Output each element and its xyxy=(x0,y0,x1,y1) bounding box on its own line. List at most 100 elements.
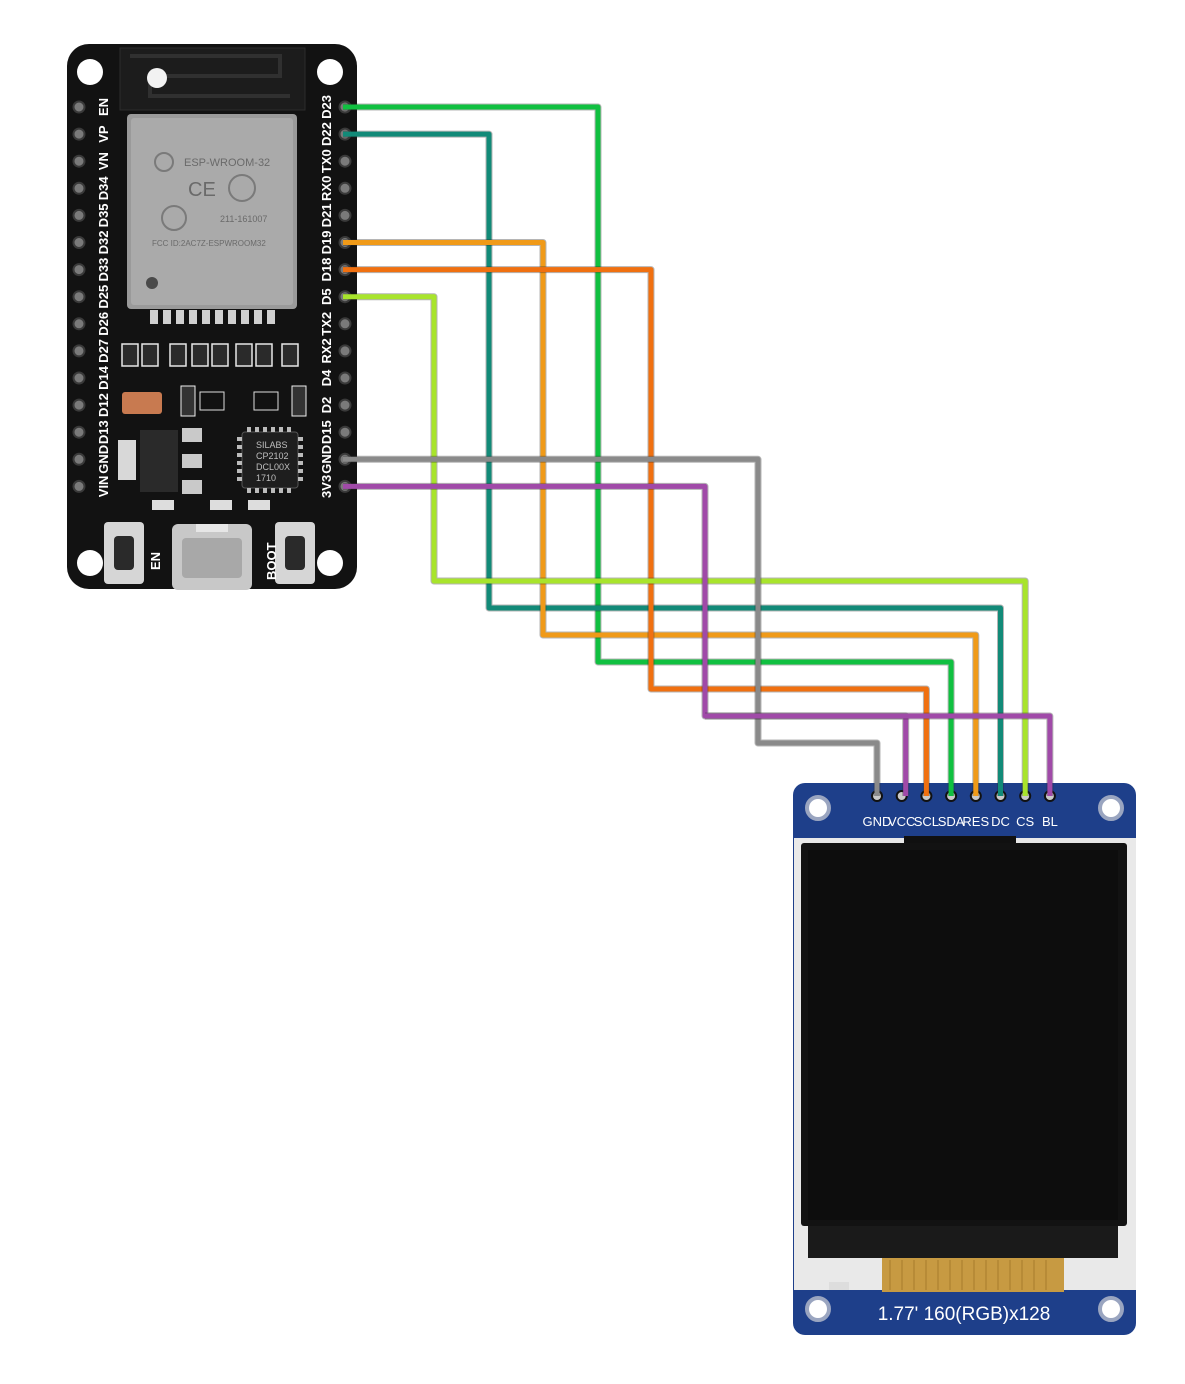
mounting-hole-icon xyxy=(317,550,343,576)
castellation-pad xyxy=(176,310,184,324)
header-pin-d35[interactable] xyxy=(72,208,86,222)
wire-gnd-to-gnd xyxy=(343,456,880,796)
tft-flex-cable xyxy=(882,1258,1064,1292)
smd-cap xyxy=(210,500,232,510)
header-pin-rx2[interactable] xyxy=(338,344,352,358)
tft-pin-label-sda: SDA xyxy=(938,814,965,829)
pin-label-vp: VP xyxy=(96,125,111,143)
header-pin-d4[interactable] xyxy=(338,371,352,385)
boot-button-cap[interactable] xyxy=(285,536,305,570)
esp32-board: ESP-WROOM-32 CE 211-161007 FCC ID:2AC7Z-… xyxy=(67,44,357,590)
wire-outline xyxy=(343,482,910,796)
header-pin-gnd[interactable] xyxy=(72,452,86,466)
smd-component xyxy=(169,343,187,367)
header-pin-en[interactable] xyxy=(72,100,86,114)
smd-component xyxy=(211,343,229,367)
header-pin-d27[interactable] xyxy=(72,344,86,358)
en-button-cap[interactable] xyxy=(114,536,134,570)
castellation-pad xyxy=(189,310,197,324)
tft-pin-label-dc: DC xyxy=(991,814,1010,829)
wire-d23-to-sda xyxy=(343,104,954,796)
mounting-hole-icon xyxy=(77,550,103,576)
chip-pin xyxy=(298,477,303,481)
smd-cap xyxy=(248,500,270,510)
header-pin-d14[interactable] xyxy=(72,371,86,385)
chip-line-1: SILABS xyxy=(256,440,288,450)
flex-lines xyxy=(889,1260,1047,1290)
transistor-icon xyxy=(199,391,225,411)
boot-button-label: BOOT xyxy=(264,542,279,580)
pin-label-d26: D26 xyxy=(96,312,111,336)
chip-pin xyxy=(237,469,242,473)
chip-line-3: DCL00X xyxy=(256,462,290,472)
chip-pin xyxy=(237,477,242,481)
boot-button[interactable] xyxy=(275,522,315,584)
pin-label-d19: D19 xyxy=(319,231,334,255)
chip-pin xyxy=(247,427,251,432)
pin-label-d34: D34 xyxy=(96,176,111,201)
header-pin-d15[interactable] xyxy=(338,425,352,439)
tft-mount-hole-icon xyxy=(805,795,831,821)
pin-label-d18: D18 xyxy=(319,258,334,282)
castellation-pad xyxy=(150,310,158,324)
tft-smd xyxy=(829,1282,849,1290)
tft-mount-hole-icon xyxy=(805,1296,831,1322)
voltage-regulator xyxy=(140,430,178,492)
cert-logo-icon xyxy=(161,205,187,231)
left-header-pins: ENVPVND34D35D32D33D25D26D27D14D12D13GNDV… xyxy=(72,98,111,497)
header-pin-d26[interactable] xyxy=(72,317,86,331)
tft-top-strip xyxy=(904,836,1016,844)
pin-label-d23: D23 xyxy=(319,95,334,119)
header-pin-d2[interactable] xyxy=(338,398,352,412)
tft-caption: 1.77' 160(RGB)x128 xyxy=(878,1304,1051,1325)
header-pin-vin[interactable] xyxy=(72,479,86,493)
header-pin-tx2[interactable] xyxy=(338,317,352,331)
pin-label-tx0: TX0 xyxy=(319,149,334,173)
header-pin-rx0[interactable] xyxy=(338,181,352,195)
header-pin-tx0[interactable] xyxy=(338,154,352,168)
tft-pin-label-scl: SCL xyxy=(914,814,939,829)
pin-label-gnd: GND xyxy=(96,445,111,474)
header-pin-d33[interactable] xyxy=(72,263,86,277)
pin-label-d12: D12 xyxy=(96,393,111,417)
smd-diode xyxy=(118,440,136,480)
smd-components xyxy=(121,343,299,367)
pin-label-en: EN xyxy=(96,98,111,116)
header-pin-d34[interactable] xyxy=(72,181,86,195)
pin-label-rx2: RX2 xyxy=(319,338,334,363)
wire-outline xyxy=(343,130,1004,796)
chip-pin xyxy=(298,445,303,449)
tft-mount-hole-icon xyxy=(1098,795,1124,821)
chip-pin xyxy=(298,469,303,473)
usb-uart-chip xyxy=(241,431,299,489)
ce-mark-icon: CE xyxy=(188,179,216,201)
en-button[interactable] xyxy=(104,522,144,584)
wire-3v3-to-vcc xyxy=(343,483,909,796)
tft-pin-label-bl: BL xyxy=(1042,814,1058,829)
header-pin-vp[interactable] xyxy=(72,127,86,141)
tft-pin-label-vcc: VCC xyxy=(888,814,915,829)
chip-pin xyxy=(287,427,291,432)
header-pin-d32[interactable] xyxy=(72,236,86,249)
castellation-pad xyxy=(228,310,236,324)
chip-pin xyxy=(298,461,303,465)
header-pin-vn[interactable] xyxy=(72,154,86,168)
chip-pin xyxy=(237,445,242,449)
pin-label-d5: D5 xyxy=(319,288,334,305)
wire-outline xyxy=(343,293,1029,796)
chip-pin xyxy=(298,453,303,457)
header-pin-d25[interactable] xyxy=(72,290,86,304)
micro-usb-port[interactable] xyxy=(172,524,252,590)
header-pin-d12[interactable] xyxy=(72,398,86,412)
header-pin-d21[interactable] xyxy=(338,208,352,222)
smd-resistor xyxy=(180,385,196,417)
castellation-pad xyxy=(254,310,262,324)
wire-d5-to-cs xyxy=(343,294,1028,796)
usb-pins xyxy=(196,524,228,532)
tft-lower-bezel xyxy=(808,1226,1118,1258)
header-pin-d13[interactable] xyxy=(72,425,86,439)
regulator-pin xyxy=(182,428,202,442)
chip-pin xyxy=(237,453,242,457)
chip-pin xyxy=(255,488,259,493)
